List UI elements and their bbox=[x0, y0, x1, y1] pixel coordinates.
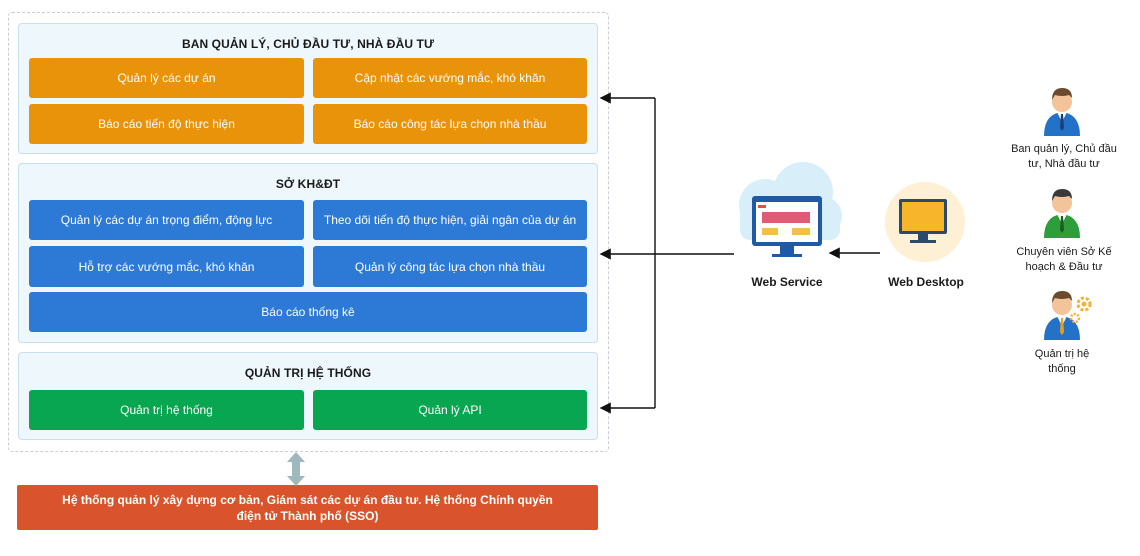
module-quan-ly-api[interactable]: Quản lý API bbox=[313, 390, 587, 430]
user-blue-icon bbox=[1044, 88, 1080, 136]
module-bao-cao-tien-do[interactable]: Báo cáo tiến độ thực hiện bbox=[29, 104, 304, 144]
web-service-label: Web Service bbox=[751, 275, 823, 289]
module-quan-tri-he-thong[interactable]: Quản trị hệ thống bbox=[29, 390, 304, 430]
module-bao-cao-lua-chon-nha-thau[interactable]: Báo cáo công tác lựa chọn nhà thầu bbox=[313, 104, 587, 144]
web-desktop-label: Web Desktop bbox=[888, 275, 964, 289]
double-arrow-icon bbox=[287, 452, 305, 486]
user-green-icon bbox=[1044, 189, 1080, 238]
connector-lines bbox=[599, 92, 880, 414]
web-desktop-monitor-icon bbox=[885, 182, 965, 262]
web-service-cloud-icon bbox=[739, 162, 842, 257]
module-ho-tro-vuong-mac[interactable]: Hỗ trợ các vướng mắc, khó khăn bbox=[29, 246, 304, 287]
module-cap-nhat-vuong-mac[interactable]: Cập nhật các vướng mắc, khó khăn bbox=[313, 58, 587, 98]
panel-title: QUẢN TRỊ HỆ THỐNG bbox=[244, 366, 372, 380]
admin-gear-icon bbox=[1044, 291, 1092, 340]
panel-so-khdt: SỞ KH&ĐT Quản lý các dự án trọng điểm, đ… bbox=[18, 163, 598, 343]
sso-system-box: Hệ thống quản lý xây dựng cơ bản, Giám s… bbox=[17, 485, 598, 530]
panel-title: BAN QUẢN LÝ, CHỦ ĐẦU TƯ, NHÀ ĐẦU TƯ bbox=[181, 37, 435, 51]
role-quan-tri: Quản trị hệ thống bbox=[1034, 348, 1090, 375]
role-chuyen-vien: Chuyên viên Sở Kế hoạch & Đầu tư bbox=[1016, 246, 1112, 273]
panel-ban-quan-ly: BAN QUẢN LÝ, CHỦ ĐẦU TƯ, NHÀ ĐẦU TƯ Quản… bbox=[18, 23, 598, 154]
panel-quan-tri: QUẢN TRỊ HỆ THỐNG Quản trị hệ thống Quản… bbox=[18, 352, 598, 440]
module-du-an-trong-diem[interactable]: Quản lý các dự án trọng điểm, động lực bbox=[29, 200, 304, 240]
module-quan-ly-du-an[interactable]: Quản lý các dự án bbox=[29, 58, 304, 98]
module-theo-doi-tien-do[interactable]: Theo dõi tiến độ thực hiện, giải ngân củ… bbox=[313, 200, 587, 240]
role-ban-quan-ly: Ban quản lý, Chủ đầu tư, Nhà đầu tư bbox=[1011, 143, 1117, 170]
system-frame bbox=[8, 12, 609, 452]
panel-title: SỞ KH&ĐT bbox=[275, 177, 341, 191]
module-quan-ly-lua-chon-nha-thau[interactable]: Quản lý công tác lựa chọn nhà thầu bbox=[313, 246, 587, 287]
module-bao-cao-thong-ke[interactable]: Báo cáo thống kê bbox=[29, 292, 587, 332]
